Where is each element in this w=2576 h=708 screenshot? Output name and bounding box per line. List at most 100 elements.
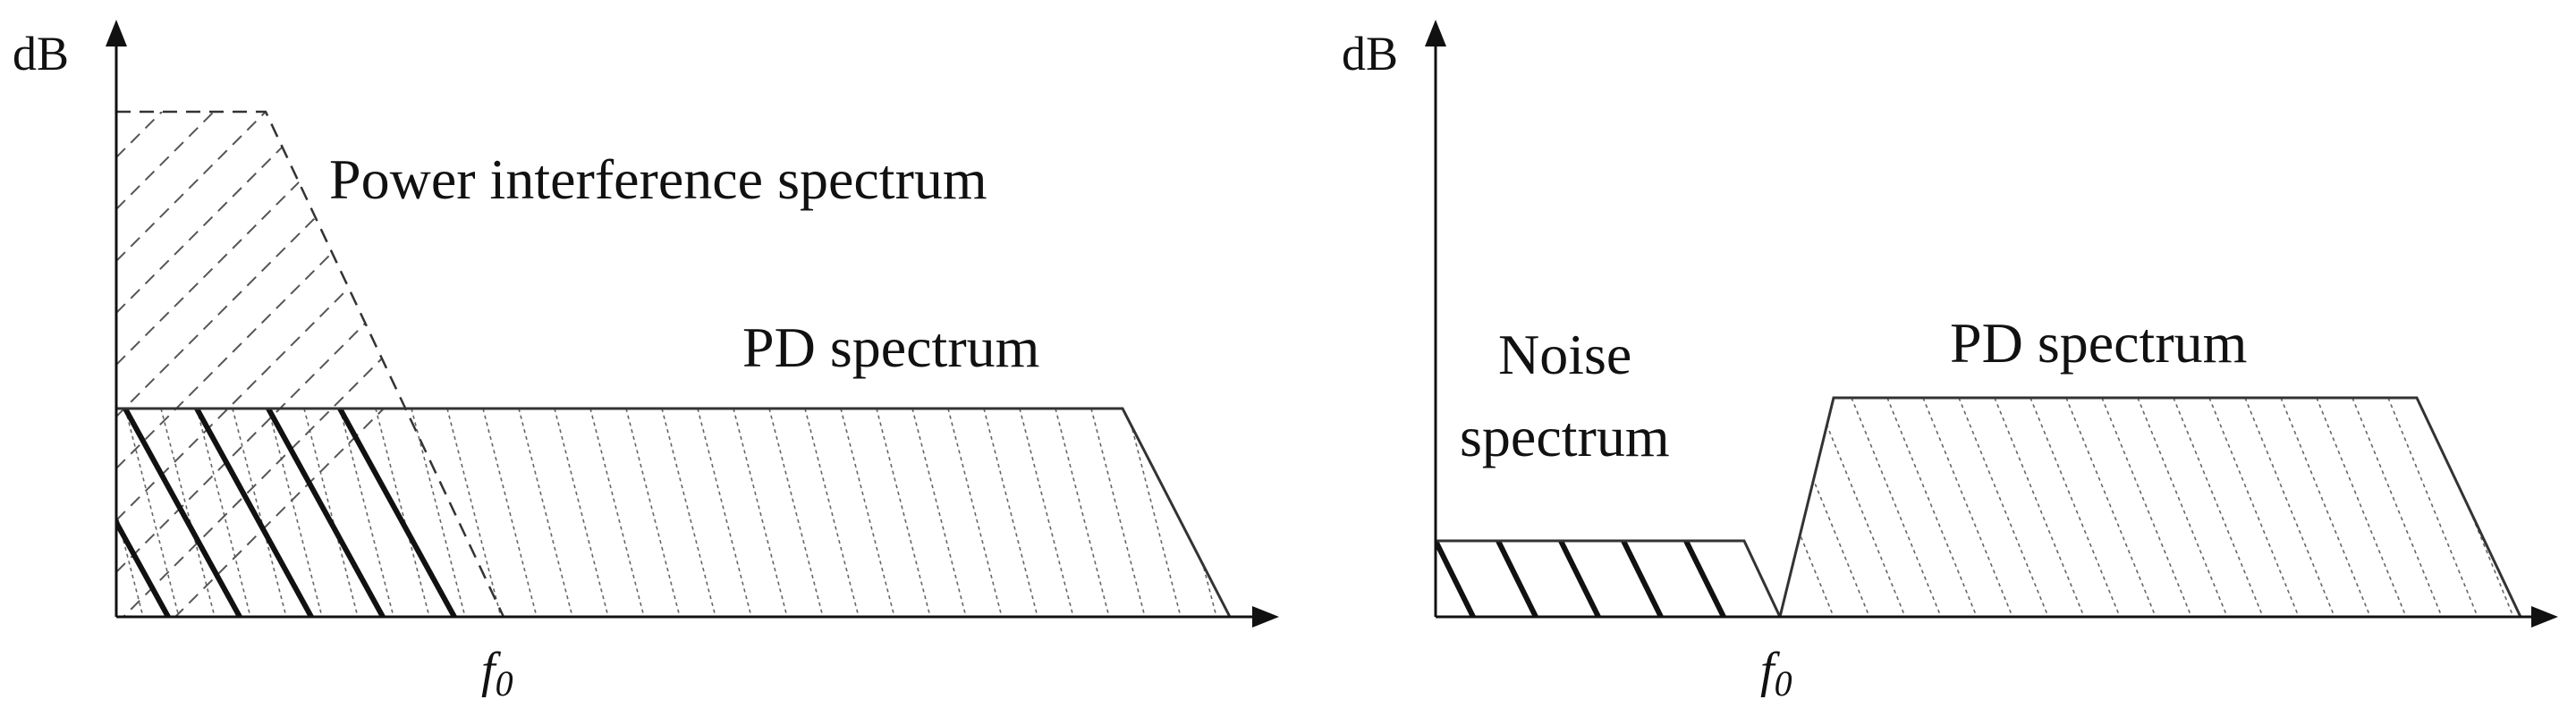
- right-pd-hatch-line-8: [2029, 398, 2121, 617]
- right-pd-spectrum-hatch: [1780, 398, 2576, 617]
- right-pd-hatch-line-10: [2101, 398, 2192, 617]
- left-pd-hatch-line-26: [1019, 409, 1074, 617]
- left-pd-hatch-line-20: [804, 409, 860, 617]
- left-y-axis-arrow: [106, 20, 127, 46]
- right-noise-label-line1: Noise: [1498, 323, 1631, 386]
- left-pd-spectrum-hatch: [116, 409, 1288, 617]
- left-pow-hatch-line-4: [116, 112, 386, 262]
- left-y-axis-label: dB: [13, 27, 69, 80]
- left-pd-hatch-line-14: [589, 409, 645, 617]
- left-pd-hatch-line-15: [625, 409, 681, 617]
- left-thick-hatch-line-1: [123, 409, 242, 617]
- left-panel: dB Power interference spectrum PD spectr…: [13, 0, 1288, 704]
- left-pd-hatch-line-17: [697, 409, 752, 617]
- left-x-axis-arrow: [1252, 606, 1279, 628]
- left-pd-hatch-line-19: [768, 409, 824, 617]
- right-noise-label-line2: spectrum: [1460, 405, 1670, 468]
- right-pd-hatch-line-6: [1958, 398, 2049, 617]
- right-pd-hatch-line-9: [2065, 398, 2157, 617]
- left-pd-hatch-line-0: [116, 409, 144, 617]
- left-pd-hatch-line-21: [840, 409, 895, 617]
- left-pow-hatch-line-1: [116, 0, 385, 105]
- right-pd-hatch-line-7: [1994, 398, 2085, 617]
- left-f0-subscript: 0: [496, 663, 513, 704]
- left-power-interference-label: Power interference spectrum: [329, 148, 987, 211]
- left-pd-hatch-line-3: [196, 409, 251, 617]
- left-pd-hatch-line-6: [303, 409, 359, 617]
- left-pow-hatch-line-0: [116, 0, 385, 54]
- right-noise-hatch-line-2: [1558, 541, 1601, 617]
- left-power-interference-hatch: [116, 0, 386, 617]
- left-pd-hatch-line-8: [375, 409, 430, 617]
- left-pd-hatch-line-18: [733, 409, 788, 617]
- left-pow-hatch-line-2: [116, 112, 386, 158]
- right-noise-hatch-line-1: [1496, 541, 1538, 617]
- left-thick-hatch-line-4: [337, 409, 457, 617]
- right-pd-hatch-line-13: [2208, 398, 2300, 617]
- left-pd-hatch-line-28: [1090, 409, 1146, 617]
- left-power-interference-outline: [116, 110, 505, 618]
- left-pow-hatch-line-5: [116, 112, 386, 314]
- left-pow-hatch-line-3: [116, 112, 386, 210]
- right-y-axis-label: dB: [1342, 27, 1398, 80]
- left-pd-hatch-line-11: [482, 409, 538, 617]
- right-pd-hatch-line-11: [2137, 398, 2228, 617]
- right-x-axis-arrow: [2531, 606, 2558, 628]
- left-pow-hatch-line-12: [116, 407, 386, 617]
- left-pd-hatch-line-7: [339, 409, 394, 617]
- right-pd-hatch-line-21: [2495, 398, 2521, 617]
- right-f0-subscript: 0: [1775, 663, 1792, 704]
- left-pd-spectrum-outline: [116, 407, 1232, 618]
- left-pd-hatch-line-23: [911, 409, 967, 617]
- right-pd-hatch-line-16: [2316, 398, 2407, 617]
- left-thick-hatch-line-2: [194, 409, 314, 617]
- left-pd-hatch-line-4: [232, 409, 287, 617]
- right-pd-hatch-line-22: [2531, 398, 2576, 617]
- right-pd-hatch-line-2: [1815, 398, 1906, 617]
- left-pd-hatch-line-5: [267, 409, 323, 617]
- right-noise-hatch-line-0: [1436, 541, 1476, 617]
- left-pd-hatch-line-16: [661, 409, 716, 617]
- left-pd-hatch-line-9: [411, 409, 466, 617]
- left-thick-hatch-line-3: [266, 409, 386, 617]
- right-f0-tick-label: f0: [1760, 643, 1792, 704]
- left-pd-hatch-line-32: [1234, 409, 1288, 617]
- left-pow-hatch-line-8: [116, 199, 386, 469]
- right-pd-hatch-line-3: [1851, 398, 1942, 617]
- right-pd-spectrum-label: PD spectrum: [1950, 311, 2247, 375]
- right-noise-hatch-line-3: [1621, 541, 1664, 617]
- right-noise-spectrum-outline: [1436, 539, 1782, 618]
- left-pd-hatch-line-13: [554, 409, 609, 617]
- left-pd-hatch-line-29: [1126, 409, 1182, 617]
- right-pd-hatch-line-15: [2280, 398, 2371, 617]
- left-f0-tick-label: f0: [481, 643, 513, 704]
- left-pd-hatch-line-31: [1198, 409, 1230, 617]
- right-noise-hatch-line-5: [1746, 541, 1780, 617]
- left-pd-hatch-line-12: [518, 409, 573, 617]
- right-y-axis-arrow: [1425, 20, 1446, 46]
- right-noise-hatch-line-4: [1683, 541, 1726, 617]
- left-pd-hatch-line-1: [124, 409, 180, 617]
- left-thick-hatch-line-0: [116, 409, 171, 617]
- right-pd-spectrum-outline: [1778, 396, 2522, 618]
- right-pd-hatch-line-17: [2351, 398, 2443, 617]
- left-pow-hatch-line-6: [116, 112, 386, 366]
- left-pd-hatch-line-2: [160, 409, 216, 617]
- left-overlap-thick-hatch: [116, 409, 457, 617]
- left-pd-hatch-line-25: [983, 409, 1038, 617]
- left-pd-spectrum-label: PD spectrum: [742, 316, 1039, 379]
- left-pow-hatch-line-11: [116, 355, 386, 617]
- right-panel: dB Noise spectrum PD spectrum f0: [1342, 20, 2576, 704]
- right-pd-hatch-line-5: [1922, 398, 2013, 617]
- right-pd-hatch-line-12: [2173, 398, 2264, 617]
- right-pd-hatch-line-4: [1886, 398, 1978, 617]
- left-pd-hatch-line-27: [1055, 409, 1110, 617]
- left-pow-hatch-line-10: [116, 303, 386, 573]
- left-pd-hatch-line-22: [876, 409, 931, 617]
- right-noise-spectrum-hatch: [1436, 541, 1780, 617]
- right-pd-hatch-line-14: [2244, 398, 2335, 617]
- left-pd-hatch-line-24: [947, 409, 1003, 617]
- left-pd-hatch-line-30: [1162, 409, 1217, 617]
